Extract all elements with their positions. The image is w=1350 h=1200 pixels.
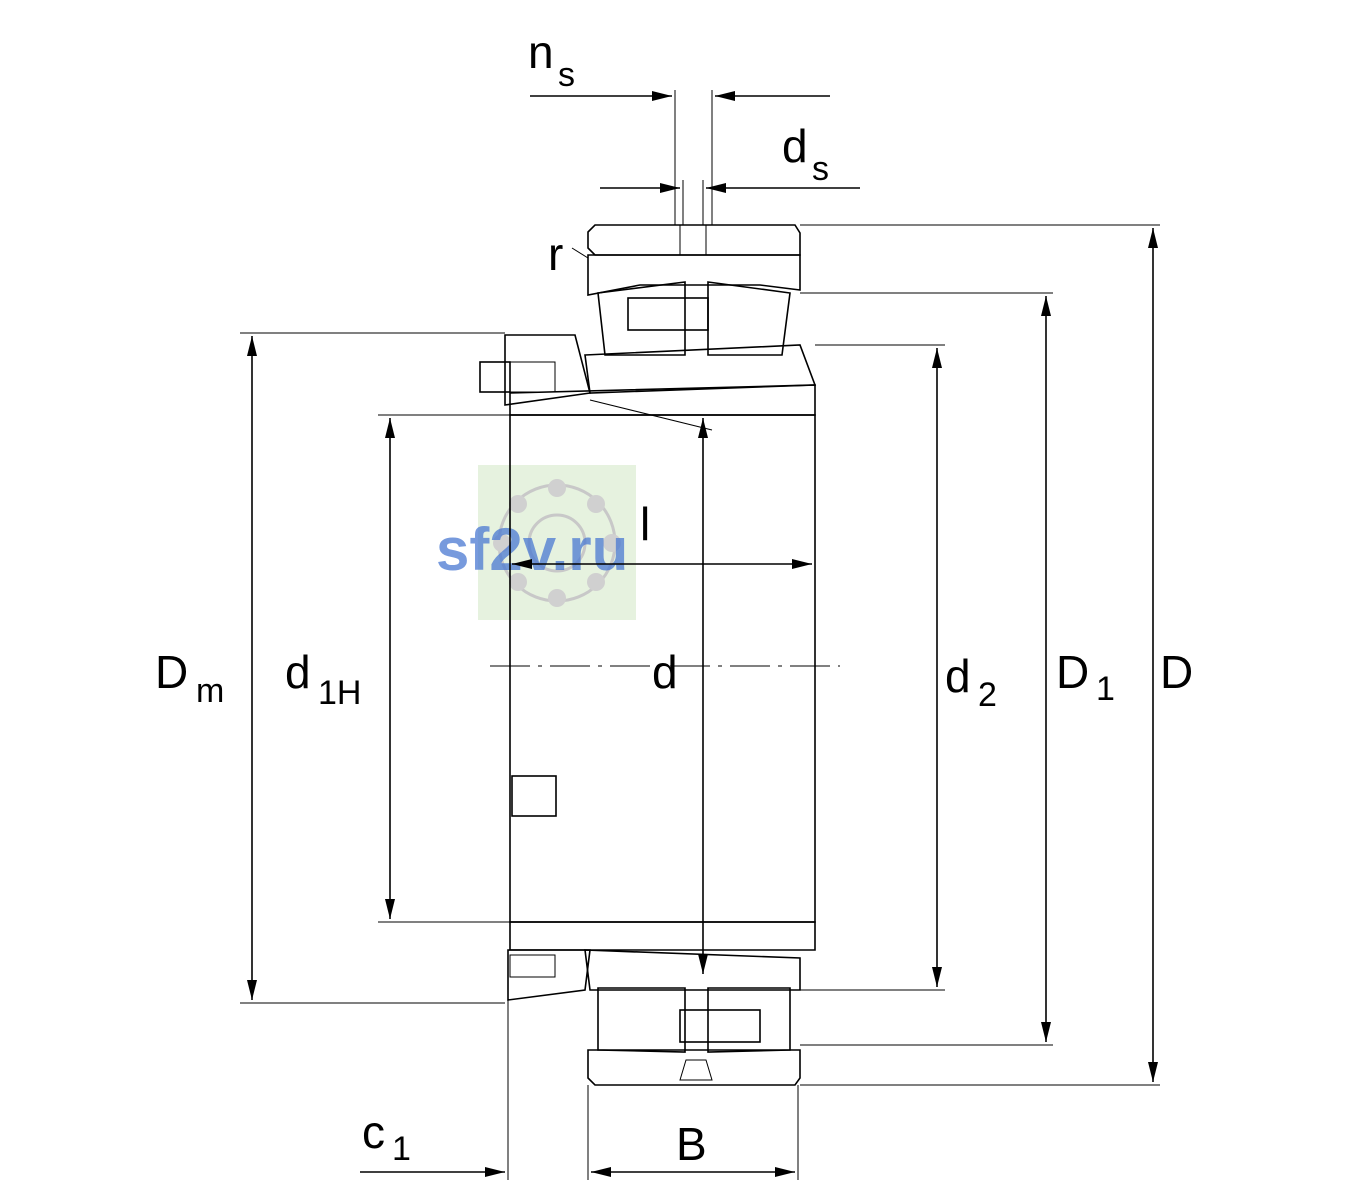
roller-top	[597, 281, 791, 356]
label-Dm: D m	[155, 646, 224, 710]
label-d: d	[652, 646, 678, 698]
roller-bottom	[597, 987, 791, 1053]
svg-text:1: 1	[1096, 670, 1115, 708]
label-r: r	[548, 228, 563, 280]
label-d2: d 2	[945, 650, 997, 714]
extension-lines	[240, 90, 1160, 1180]
sleeve-slot	[511, 775, 557, 817]
svg-text:d: d	[285, 646, 311, 698]
outer-ring-top	[587, 224, 801, 296]
label-B: B	[676, 1118, 707, 1170]
lock-nut-bottom	[507, 949, 591, 1001]
dimension-lines	[247, 91, 1158, 1177]
label-d1H: d 1H	[285, 646, 361, 712]
svg-text:D: D	[1056, 646, 1089, 698]
svg-text:c: c	[362, 1106, 385, 1158]
svg-text:s: s	[558, 56, 575, 94]
label-ns: n s	[528, 26, 575, 94]
label-D: D	[1160, 646, 1193, 698]
label-D1: D 1	[1056, 646, 1115, 708]
watermark: sf2v.ru	[436, 465, 636, 620]
svg-text:d: d	[945, 650, 971, 702]
label-l: l	[640, 498, 650, 550]
watermark-text: sf2v.ru	[436, 516, 628, 583]
svg-text:1H: 1H	[318, 674, 361, 712]
svg-text:n: n	[528, 26, 554, 78]
lock-nut-top	[479, 334, 591, 406]
svg-text:D: D	[155, 646, 188, 698]
label-ds: d s	[782, 120, 829, 188]
outer-ring-bottom	[587, 1049, 801, 1086]
inner-ring-bottom	[584, 949, 801, 991]
svg-text:2: 2	[978, 676, 997, 714]
r-leader	[571, 247, 589, 259]
adapter-sleeve	[509, 384, 816, 951]
label-c1: c 1	[362, 1106, 411, 1168]
taper-leader	[589, 399, 713, 431]
svg-text:1: 1	[392, 1130, 411, 1168]
svg-text:d: d	[782, 120, 808, 172]
svg-text:s: s	[812, 150, 829, 188]
svg-text:m: m	[196, 672, 224, 710]
watermark-balls	[493, 479, 621, 607]
